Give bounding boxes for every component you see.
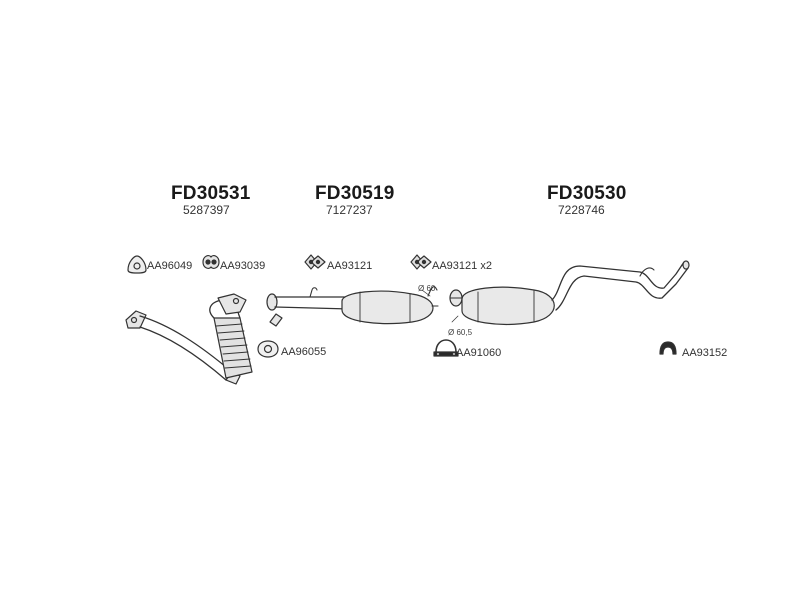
part-code-front-pipe: FD30531 bbox=[171, 183, 251, 204]
dimension-label-dia-60: Ø 60 bbox=[418, 284, 436, 293]
accessory-label-aa93152: AA93152 bbox=[682, 347, 728, 359]
accessory-label-aa93121: AA93121 bbox=[327, 260, 373, 272]
oem-number-front-pipe: 5287397 bbox=[183, 203, 230, 217]
oem-number-middle-silencer: 7127237 bbox=[326, 203, 373, 217]
gasket-aa96055-icon bbox=[257, 340, 279, 358]
middle-silencer-drawing bbox=[266, 286, 439, 327]
oem-number-rear-silencer: 7228746 bbox=[558, 203, 605, 217]
dimension-label-dia-60-5: Ø 60,5 bbox=[448, 328, 473, 337]
part-code-rear-silencer: FD30530 bbox=[547, 183, 627, 204]
rubber-mount-aa93121-icon bbox=[304, 254, 326, 270]
accessory-label-aa91060: AA91060 bbox=[456, 347, 502, 359]
front-pipe-drawing bbox=[125, 293, 253, 385]
rubber-mount-aa93152-icon bbox=[659, 341, 677, 355]
gasket-aa96049-icon bbox=[127, 255, 147, 274]
rear-silencer-drawing bbox=[449, 260, 690, 325]
rubber-mount-aa93121-x2-icon bbox=[410, 254, 432, 270]
accessory-label-aa93039: AA93039 bbox=[220, 260, 266, 272]
accessory-label-aa93121-x2: AA93121 x2 bbox=[432, 260, 492, 272]
part-code-middle-silencer: FD30519 bbox=[315, 183, 395, 204]
clamp-aa91060-icon bbox=[433, 339, 459, 357]
accessory-label-aa96055: AA96055 bbox=[281, 346, 327, 358]
accessory-label-aa96049: AA96049 bbox=[147, 260, 193, 272]
rubber-mount-aa93039-icon bbox=[202, 255, 220, 269]
